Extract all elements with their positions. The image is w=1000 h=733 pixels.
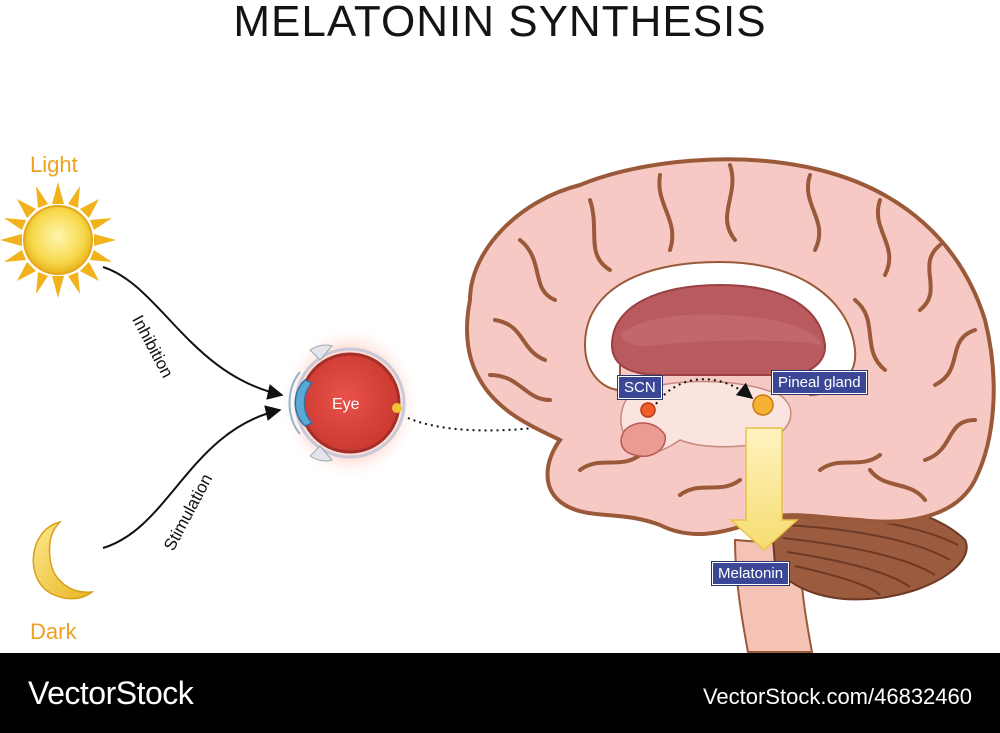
- dark-label: Dark: [30, 619, 77, 644]
- stimulation-arrow: [102, 405, 282, 549]
- stock-id: VectorStock.com/46832460: [702, 684, 972, 709]
- melatonin-tag: Melatonin: [710, 561, 791, 586]
- pineal-gland-tag: Pineal gland: [771, 370, 868, 395]
- page-title: MELATONIN SYNTHESIS: [233, 0, 767, 46]
- moon-icon: [32, 520, 95, 600]
- pineal-gland-dot: [752, 394, 774, 416]
- light-label: Light: [30, 152, 78, 177]
- footer-bar: VectorStock VectorStock.com/46832460: [0, 653, 1000, 733]
- eye-icon: [280, 325, 420, 481]
- diagram-canvas: [0, 157, 996, 653]
- melatonin-arrow: [729, 427, 799, 552]
- scn-pineal-pathway: [655, 378, 754, 405]
- inhibition-arrow: [102, 266, 284, 400]
- scn-dot: [640, 402, 656, 418]
- brand-logo: VectorStock: [28, 675, 194, 711]
- sun-icon: [0, 182, 116, 298]
- brain-icon: [465, 157, 996, 653]
- scn-tag: SCN: [617, 375, 663, 400]
- eye-label: Eye: [332, 396, 360, 413]
